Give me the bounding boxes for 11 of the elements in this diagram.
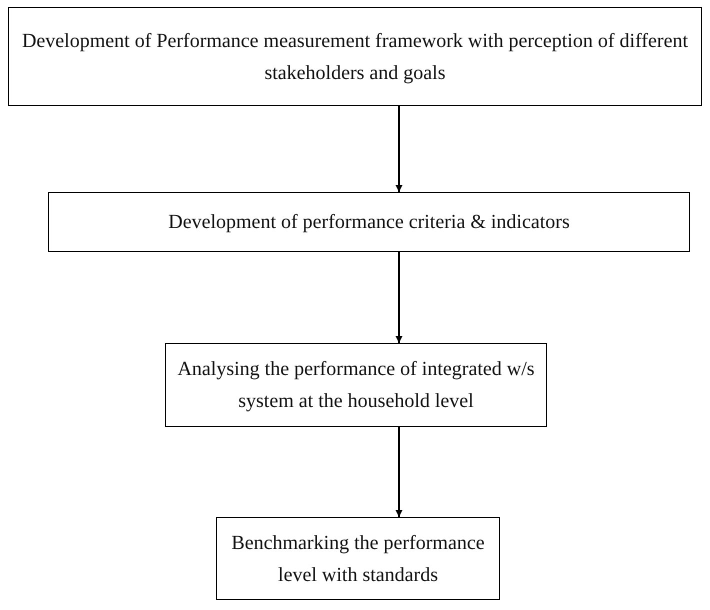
step-text: Development of performance criteria & indicators [168, 210, 570, 235]
step-text: Analysing the performance of integrated w/s system at the household level [176, 357, 536, 414]
step-text: Development of Performance measurement framework with perception of different stakeholders and goals [20, 28, 690, 86]
step-text: Benchmarking the performance level with standards [230, 530, 486, 588]
arrow [396, 427, 402, 517]
process-box [216, 517, 500, 600]
arrow [396, 106, 402, 192]
arrow [396, 252, 402, 343]
process-box [8, 7, 702, 106]
process-box [165, 343, 547, 427]
process-box [48, 192, 690, 252]
